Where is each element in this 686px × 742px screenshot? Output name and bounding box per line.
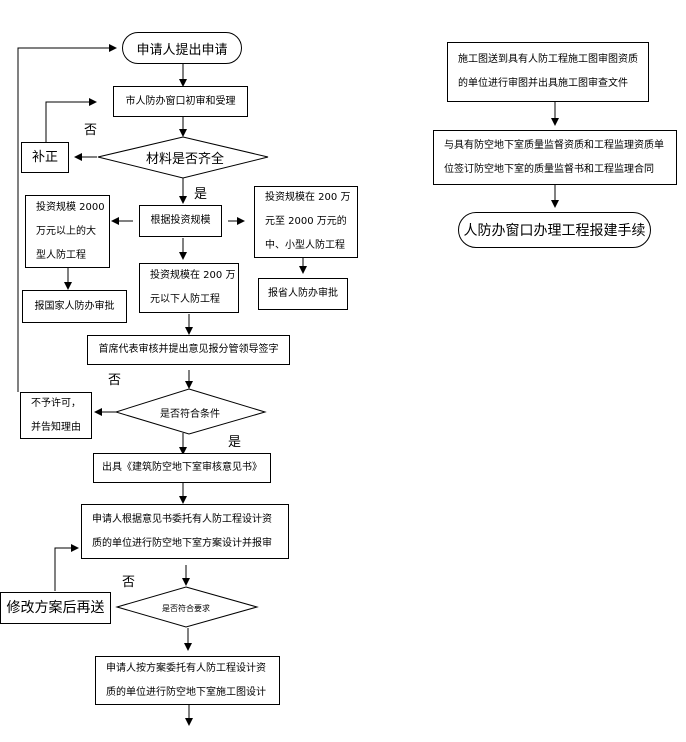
- small-project-line: 投资规模在 200 万: [150, 270, 236, 281]
- chief-review-text: 首席代表审核并提出意见报分管领导签字: [98, 344, 279, 355]
- scheme-design-box: 申请人根据意见书委托有人防工程设计资 质的单位进行防空地下室方案设计并报审: [81, 504, 289, 559]
- diamond-materials-check: [97, 136, 269, 179]
- chief-review-box: 首席代表审核并提出意见报分管领导签字: [87, 335, 290, 365]
- national-approval-box: 报国家人防办审批: [22, 290, 127, 323]
- issue-opinion-text: 出具《建筑防空地下室审核意见书》: [102, 462, 262, 473]
- scheme-design-line: 申请人根据意见书委托有人防工程设计资: [92, 513, 272, 525]
- yes-label-1: 是: [194, 187, 208, 202]
- supplement-text: 补正: [31, 149, 58, 165]
- revise-box: 修改方案后再送: [0, 592, 111, 624]
- issue-opinion-box: 出具《建筑防空地下室审核意见书》: [93, 453, 271, 483]
- reject-line: 不予许可，: [31, 397, 81, 409]
- national-approval-text: 报国家人防办审批: [34, 300, 115, 312]
- provincial-approval-box: 报省人防办审批: [258, 278, 348, 310]
- large-project-line: 投资规模 2000: [36, 201, 105, 213]
- supervision-contract-line: 与具有防空地下室质量监督资质和工程监理资质单: [444, 139, 664, 151]
- no-label-3: 否: [122, 575, 136, 590]
- medium-project-line: 投资规模在 200 万: [265, 192, 351, 203]
- medium-project-box: 投资规模在 200 万 元至 2000 万元的 中、小型人防工程: [254, 186, 358, 258]
- start-text: 申请人提出申请: [136, 42, 228, 58]
- end-text: 人防办窗口办理工程报建手续: [463, 223, 646, 239]
- construction-design-line: 申请人按方案委托有人防工程设计资: [106, 662, 266, 674]
- initial-review-box: 市人防办窗口初审和受理: [113, 86, 248, 117]
- end-terminal: 人防办窗口办理工程报建手续: [458, 212, 651, 248]
- supervision-contract-box: 与具有防空地下室质量监督资质和工程监理资质单 位签订防空地下室的质量监督书和工程…: [433, 130, 677, 185]
- reject-box: 不予许可， 并告知理由: [20, 392, 92, 439]
- start-terminal: 申请人提出申请: [122, 32, 242, 64]
- construction-design-box: 申请人按方案委托有人防工程设计资 质的单位进行防空地下室施工图设计: [95, 656, 280, 705]
- revise-text: 修改方案后再送: [6, 600, 105, 616]
- scheme-design-line: 质的单位进行防空地下室方案设计并报审: [92, 537, 272, 549]
- drawing-review-line: 的单位进行审图并出具施工图审查文件: [458, 78, 628, 89]
- large-project-box: 投资规模 2000 万元以上的大 型人防工程: [25, 195, 110, 268]
- initial-review-text: 市人防办窗口初审和受理: [125, 95, 236, 107]
- provincial-approval-text: 报省人防办审批: [268, 288, 338, 299]
- materials-check-text: 材料是否齐全: [145, 151, 224, 167]
- drawing-review-line: 施工图送到具有人防工程施工图审图资质: [458, 54, 638, 65]
- construction-design-line: 质的单位进行防空地下室施工图设计: [106, 686, 266, 698]
- yes-label-2: 是: [218, 436, 252, 450]
- by-investment-box: 根据投资规模: [139, 205, 222, 237]
- supplement-box: 补正: [21, 142, 69, 173]
- requirements-check-text: 是否符合要求: [162, 603, 210, 613]
- conditions-check-text: 是否符合条件: [160, 408, 220, 420]
- supervision-contract-line: 位签订防空地下室的质量监督书和工程监理合同: [444, 163, 654, 175]
- large-project-line: 万元以上的大: [36, 225, 96, 237]
- small-project-box: 投资规模在 200 万 元以下人防工程: [139, 263, 239, 313]
- loop-arrow-reject-to-start: [17, 44, 117, 392]
- drawing-review-box: 施工图送到具有人防工程施工图审图资质 的单位进行审图并出具施工图审查文件: [447, 42, 649, 102]
- large-project-line: 型人防工程: [36, 249, 86, 261]
- reject-line: 并告知理由: [31, 421, 81, 433]
- medium-project-line: 元至 2000 万元的: [265, 216, 347, 227]
- small-project-line: 元以下人防工程: [150, 294, 220, 305]
- by-investment-text: 根据投资规模: [150, 215, 211, 226]
- medium-project-line: 中、小型人防工程: [265, 240, 345, 251]
- diamond-conditions-check: [114, 388, 267, 435]
- no-label-2: 否: [108, 373, 122, 388]
- no-label-1: 否: [84, 123, 98, 138]
- diamond-requirements-check: [115, 586, 259, 628]
